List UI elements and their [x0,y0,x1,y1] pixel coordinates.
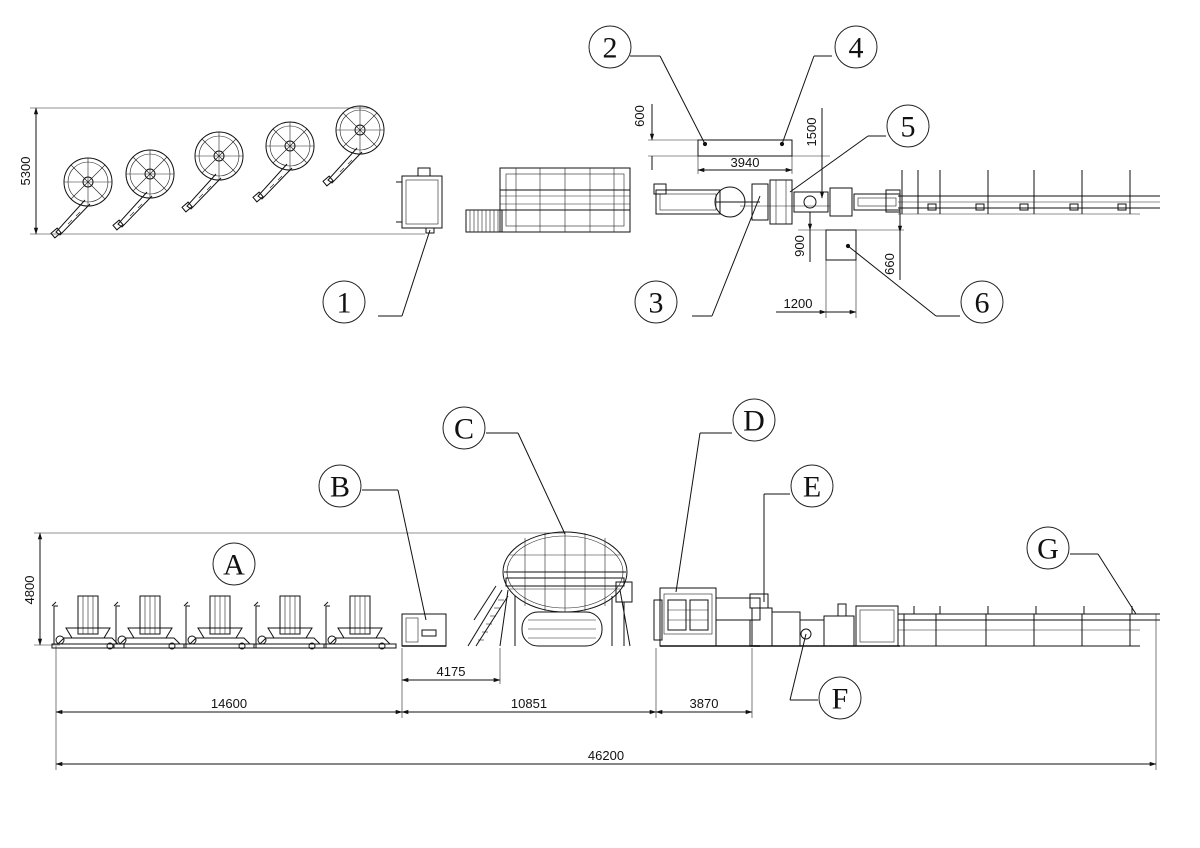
callout-a: A [212,542,256,586]
dim-label-900: 900 [792,235,807,257]
reel-side-5 [323,595,397,650]
callout-e: E [763,464,834,602]
pay-off-reel-1 [50,157,113,239]
dim-label-46200: 46200 [588,748,624,763]
svg-text:1: 1 [337,287,352,320]
reel-side-4 [253,595,327,650]
svg-text:3: 3 [649,287,664,320]
callout-b: B [318,464,427,621]
control-desk-top: 900 660 1200 [776,212,904,318]
runout-table-top [898,170,1160,215]
svg-text:6: 6 [975,287,990,320]
svg-text:C: C [454,413,474,446]
callout-g: G [1026,526,1137,615]
reel-side-1 [51,595,125,650]
svg-text:E: E [803,471,821,504]
dim-label-660: 660 [882,253,897,275]
svg-text:F: F [832,683,849,716]
reel-side-2 [113,595,187,650]
dim-label-14600: 14600 [211,696,247,711]
dim-label-1200: 1200 [784,296,813,311]
dim-label-4800: 4800 [22,576,37,605]
callout-2: 2 [588,25,706,145]
pay-off-reel-3 [181,131,244,213]
unit-b-side [401,613,447,647]
callout-d: D [675,398,776,593]
dim-label-10851: 10851 [511,696,547,711]
svg-text:5: 5 [901,111,916,144]
callout-5: 5 [789,104,930,193]
dim-label-3940: 3940 [731,155,760,170]
svg-text:A: A [223,549,245,582]
svg-text:G: G [1037,533,1059,566]
callout-f: F [789,633,862,720]
dim-label-1500: 1500 [804,118,819,147]
pay-off-reel-4 [252,121,315,203]
svg-text:4: 4 [849,32,864,65]
svg-text:D: D [743,405,765,438]
machine-d-side [653,587,761,647]
svg-text:2: 2 [603,32,618,65]
dim-label-5300: 5300 [18,157,33,186]
svg-text:B: B [330,471,350,504]
top-view: 5300 [18,25,1160,324]
dim-label-600: 600 [632,105,647,127]
dim-label-4175: 4175 [437,664,466,679]
callout-1: 1 [322,229,431,324]
callout-4: 4 [781,25,878,145]
callout-3: 3 [634,195,761,324]
dim-label-3870: 3870 [690,696,719,711]
reel-side-3 [183,595,257,650]
pay-off-reel-5 [322,105,385,187]
accumulator-c-side [467,531,633,647]
side-view: 4800 [22,398,1160,770]
callout-c: C [442,406,566,535]
pay-off-reel-2 [112,149,175,231]
unit-1-top [396,167,443,234]
runout-table-g-side [898,606,1160,647]
callout-6: 6 [847,245,1004,324]
machine-e-f-side [749,593,900,647]
control-cabinet-top: 600 3940 1500 [632,104,830,199]
dimension-chain: 4175 14600 10851 3870 46200 [55,614,1157,770]
accumulator-top [465,167,631,233]
machine-line-top [653,179,901,225]
